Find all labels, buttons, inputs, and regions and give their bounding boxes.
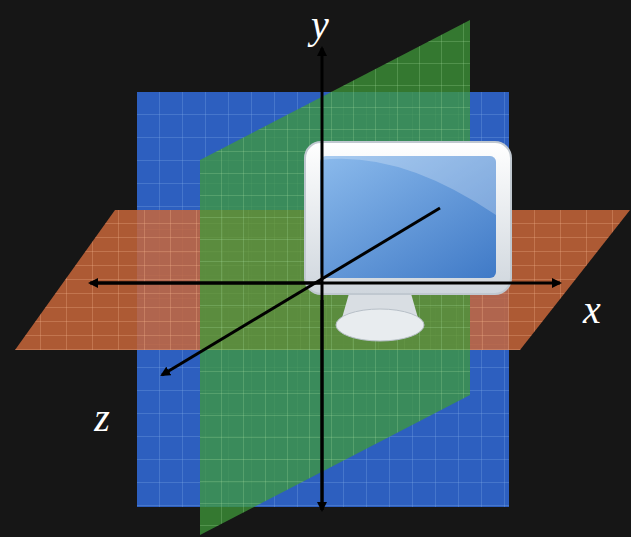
axis-label: x	[583, 290, 601, 330]
axis-label: y	[311, 5, 329, 45]
axis-lines	[90, 48, 560, 510]
monitor-icon	[305, 142, 511, 341]
axis-label: z	[94, 398, 110, 438]
